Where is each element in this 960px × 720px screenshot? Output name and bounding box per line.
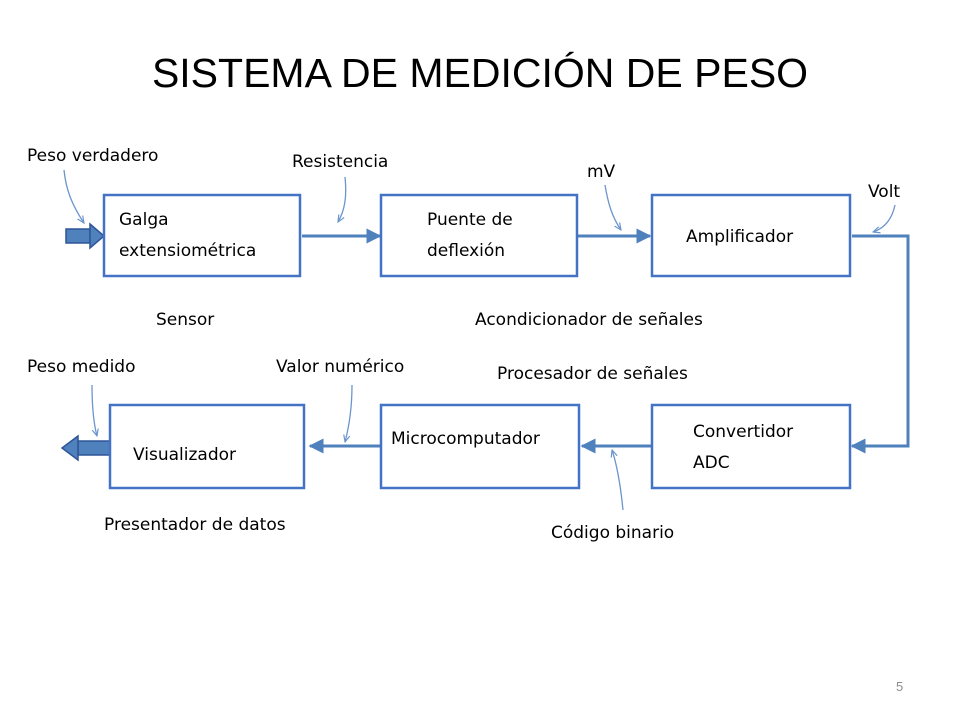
output-arrow [60, 434, 111, 462]
block-amplificador: Amplificador [650, 193, 852, 278]
block-visualizador-label: Visualizador [133, 445, 236, 465]
callout-resistencia [338, 176, 347, 222]
block-galga-line2: extensiométrica [119, 241, 256, 261]
block-visualizador: Visualizador [108, 403, 306, 490]
group-acondicionador: Acondicionador de señales [475, 310, 703, 330]
group-procesador: Procesador de señales [497, 364, 688, 384]
callout-mv [604, 184, 621, 230]
connector-amplificador-convertidor [850, 234, 910, 454]
callout-codigo-binario [612, 450, 624, 511]
callout-peso-verdadero [63, 169, 84, 223]
block-puente-line2: deflexión [427, 241, 505, 261]
block-convertidor-line2: ADC [693, 453, 730, 473]
signal-mv: mV [587, 162, 616, 182]
block-puente-line1: Puente de [427, 210, 513, 230]
block-convertidor-line1: Convertidor [693, 422, 793, 442]
block-microcomputador: Microcomputador [379, 403, 581, 490]
callout-valor-numerico [345, 384, 353, 442]
signal-resistencia: Resistencia [292, 152, 388, 172]
callout-volt [873, 204, 896, 232]
input-arrow [65, 222, 106, 250]
signal-valor-numerico: Valor numérico [276, 357, 404, 377]
signal-volt: Volt [868, 182, 900, 202]
page-number: 5 [896, 679, 903, 694]
slide-title: SISTEMA DE MEDICIÓN DE PESO [151, 50, 809, 96]
signal-peso-medido: Peso medido [27, 357, 136, 377]
callout-peso-medido [91, 384, 97, 436]
signal-codigo-binario: Código binario [551, 523, 674, 543]
block-galga-line1: Galga [119, 210, 169, 230]
block-galga: Galga extensiométrica [102, 193, 302, 278]
group-sensor: Sensor [156, 310, 214, 330]
block-puente: Puente de deflexión [379, 193, 579, 278]
signal-peso-verdadero: Peso verdadero [27, 146, 158, 166]
group-presentador: Presentador de datos [104, 515, 286, 535]
block-microcomputador-label: Microcomputador [391, 429, 540, 449]
block-amplificador-label: Amplificador [686, 227, 793, 247]
block-convertidor: Convertidor ADC [650, 403, 852, 490]
